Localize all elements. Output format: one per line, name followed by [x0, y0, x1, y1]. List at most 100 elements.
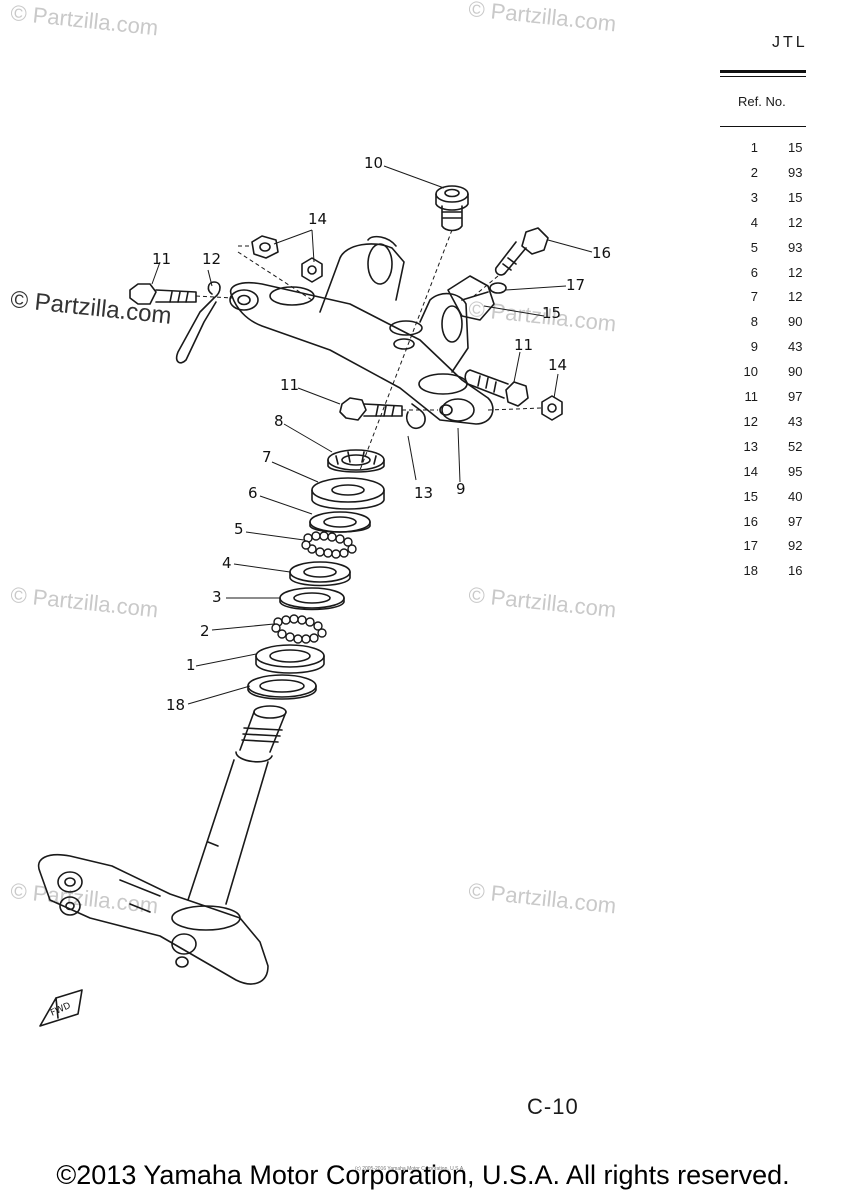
callout-11: 11: [152, 250, 171, 268]
table-row: 11 97: [730, 389, 810, 409]
table-row: 3 15: [730, 190, 810, 210]
page-number: C-10: [527, 1094, 579, 1119]
table-row: 2 93: [730, 165, 810, 185]
part-number-partial: 15: [788, 140, 803, 155]
ref-number: 11: [744, 389, 759, 404]
callout-11: 11: [280, 376, 299, 394]
ref-number: 8: [750, 314, 758, 330]
ref-number: 13: [743, 438, 758, 454]
pinch-bolt-11-middle: [339, 397, 403, 421]
part-number-partial: 16: [788, 563, 803, 579]
callout-14: 14: [308, 210, 327, 228]
table-top-rule: [720, 76, 806, 77]
part-number-partial: 15: [788, 189, 803, 205]
lock-washer-17: [489, 282, 507, 294]
part-number-partial: 43: [788, 413, 803, 429]
part-number-partial: 97: [788, 389, 803, 404]
ref-number: 3: [750, 189, 758, 205]
forward-direction-arrow: [39, 989, 83, 1027]
pinch-bolt-11-left: [129, 283, 197, 305]
leader-lines: [151, 165, 593, 705]
table-top-rule: [720, 70, 806, 73]
ref-number: 6: [750, 264, 758, 280]
ref-number: 5: [750, 239, 758, 255]
table-row: 10 90: [730, 364, 810, 384]
callout-16: 16: [592, 244, 611, 262]
part-number-partial: 90: [788, 364, 803, 380]
part-number-partial: 92: [788, 538, 803, 554]
ball-race-1: [255, 644, 325, 674]
part-number-partial: 93: [788, 239, 803, 255]
ref-number: 17: [743, 538, 758, 554]
callout-15: 15: [542, 304, 561, 322]
ball-race-4: [289, 561, 351, 587]
callout-9: 9: [456, 480, 466, 498]
table-row: 12 43: [730, 414, 810, 434]
header-partial-text: JTL: [772, 34, 808, 51]
ref-number: 1: [750, 140, 758, 155]
bearing-balls-2: [271, 614, 327, 644]
bearing-cover-7: [311, 477, 385, 510]
part-number-partial: 97: [788, 513, 803, 529]
callout-10: 10: [364, 154, 383, 172]
ring-nut-8: [327, 449, 385, 473]
callout-1: 1: [186, 656, 196, 674]
part-number-partial: 93: [788, 164, 803, 180]
table-row: 14 95: [730, 464, 810, 484]
handlebar-holder: [447, 275, 495, 321]
ref-number: 16: [743, 513, 758, 529]
table-header-rule: [720, 126, 806, 127]
table-row: 1 15: [730, 140, 810, 160]
table-row: 4 12: [730, 215, 810, 235]
callout-7: 7: [262, 448, 272, 466]
cotter-clip-12: [175, 281, 221, 364]
table-row: 6 12: [730, 265, 810, 285]
ball-race-3: [279, 587, 345, 611]
ref-number: 15: [743, 488, 758, 504]
table-row: 13 52: [730, 439, 810, 459]
ref-number: 18: [743, 563, 758, 579]
nuts-14: [251, 235, 563, 421]
part-number-partial: 52: [788, 438, 803, 454]
callout-2: 2: [200, 622, 210, 640]
callout-8: 8: [274, 412, 284, 430]
table-row: 7 12: [730, 289, 810, 309]
callout-14: 14: [548, 356, 567, 374]
part-number-partial: 95: [788, 463, 803, 479]
part-number-partial: 12: [788, 264, 803, 280]
callout-6: 6: [248, 484, 258, 502]
callout-17: 17: [566, 276, 585, 294]
upper-bracket: [229, 235, 494, 425]
table-row: 8 90: [730, 314, 810, 334]
ref-number: 4: [750, 214, 758, 230]
ref-number: 10: [743, 364, 758, 380]
callout-18: 18: [166, 696, 185, 714]
part-number-partial: 43: [788, 339, 803, 355]
table-row: 5 93: [730, 240, 810, 260]
callout-3: 3: [212, 588, 222, 606]
callout-4: 4: [222, 554, 232, 572]
part-number-partial: 90: [788, 314, 803, 330]
copyright-notice: ©2013 Yamaha Motor Corporation, U.S.A. A…: [56, 1160, 790, 1190]
callout-5: 5: [234, 520, 244, 538]
ref-number: 14: [743, 463, 758, 479]
snap-ring-13: [405, 403, 426, 430]
fine-print-notice: (c) 2005-2016 Yamaha Motor Corporation, …: [355, 1166, 465, 1172]
assembly-lines: [195, 229, 543, 471]
callout-12: 12: [202, 250, 221, 268]
steering-stem-lower-bracket: [37, 705, 287, 985]
ref-number: 7: [750, 289, 758, 305]
ref-number: 12: [743, 413, 758, 429]
bolt-10: [435, 185, 469, 232]
part-number-partial: 12: [788, 289, 803, 305]
callout-13: 13: [414, 484, 433, 502]
ref-number: 2: [750, 164, 758, 180]
part-number-partial: 12: [788, 214, 803, 230]
bearing-balls-5: [301, 531, 357, 559]
